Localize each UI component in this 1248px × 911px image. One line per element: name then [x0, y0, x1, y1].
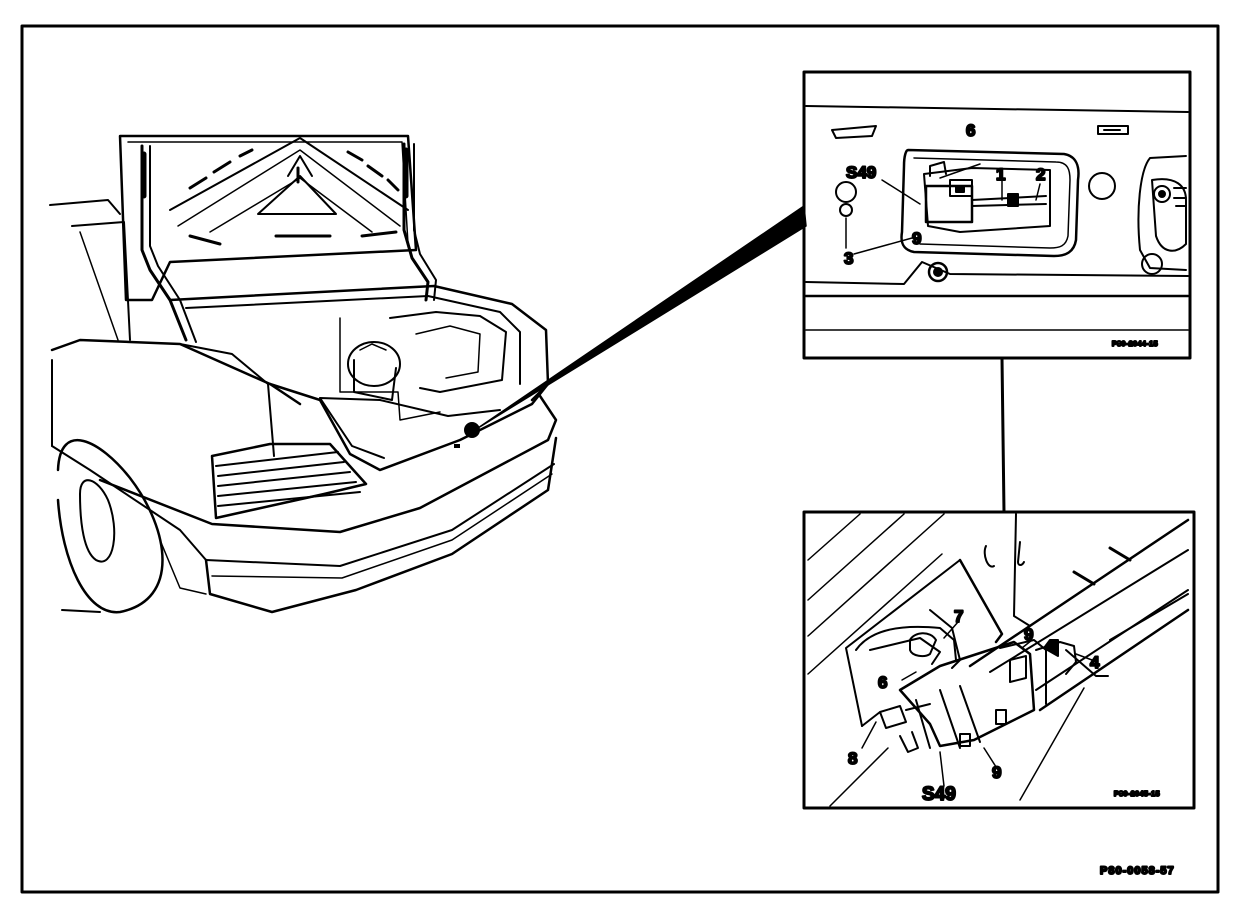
bottom-label-8: 8	[848, 749, 857, 768]
bottom-label-9b: 9	[992, 763, 1001, 782]
top-label-9: 9	[912, 229, 921, 248]
top-label-1: 1	[996, 165, 1005, 184]
figure-code: P80-0058-57	[1100, 865, 1175, 877]
bottom-label-s49: S49	[922, 784, 956, 805]
outer-frame	[20, 24, 1220, 894]
bottom-label-9a: 9	[1024, 625, 1033, 644]
bottom-label-4: 4	[1090, 653, 1100, 672]
top-label-2: 2	[1036, 165, 1045, 184]
bottom-inset-code: P80-2045-15	[1114, 791, 1160, 798]
inset-top	[802, 70, 1192, 360]
car-illustration	[49, 134, 558, 614]
bottom-label-6: 6	[878, 673, 887, 692]
top-label-6: 6	[966, 121, 975, 140]
top-label-s49: S49	[846, 163, 876, 182]
bottom-label-7: 7	[954, 607, 963, 626]
inset-bottom	[802, 510, 1196, 810]
top-inset-code: P80-2044-15	[1112, 341, 1158, 348]
top-label-3: 3	[844, 249, 853, 268]
inset-connector	[1000, 356, 1006, 514]
